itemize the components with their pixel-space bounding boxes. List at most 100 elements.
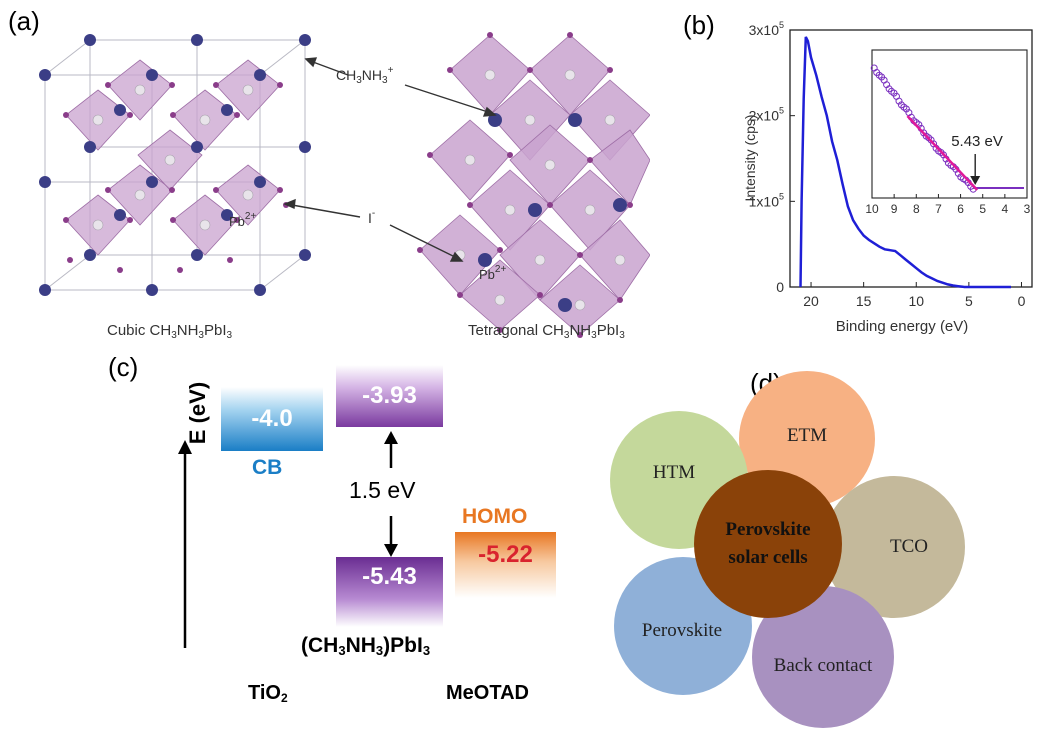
inset-data-point: [895, 97, 903, 105]
ch3nh3-sub1: 3: [356, 75, 362, 86]
perovskite-vb-value: -5.43: [362, 563, 417, 590]
tetragonal-caption-pre: Tetragonal CH: [468, 322, 564, 339]
energy-axis-arrow: [178, 440, 192, 648]
tetragonal-caption-s1: 3: [563, 330, 570, 341]
series-line: [799, 36, 1011, 289]
y-tick-label: 1x105: [749, 191, 784, 209]
cubic-caption-s3: 3: [226, 330, 233, 341]
cubic-lattice: [39, 34, 311, 296]
cubic-caption-s2: 3: [198, 330, 204, 341]
cubic-caption-mid: NH: [176, 322, 199, 339]
x-axis-label: Binding energy (eV): [836, 318, 969, 335]
inset-onset-annotation: 5.43 eV: [951, 133, 1003, 150]
inset-onset-arrowhead: [970, 176, 981, 185]
plot-area-border: [789, 29, 1033, 288]
tetragonal-caption-s3: 3: [619, 330, 625, 341]
iodide-text: I: [368, 210, 372, 226]
pb-left-text: Pb: [229, 214, 245, 229]
x-tick-label: 20: [803, 293, 819, 309]
inset-x-tick-label: 10: [865, 202, 879, 216]
formula-s2: 3: [375, 643, 384, 658]
pb-right-charge: 2+: [494, 264, 507, 275]
y-tick-exponent: 5: [779, 20, 784, 30]
formula-p3: )PbI: [383, 634, 423, 657]
ch3nh3-mid: NH: [361, 67, 383, 83]
petal-tco-label: TCO: [890, 536, 928, 557]
formula-s3: 3: [422, 643, 431, 658]
tio2-name-base: TiO: [248, 682, 281, 704]
panel-c-label: (c): [108, 352, 139, 382]
inset-x-tick-label: 4: [1002, 202, 1009, 216]
iodide-callout: I-: [368, 208, 375, 226]
inset-x-tick-label: 7: [935, 202, 942, 216]
x-tick-label: 0: [1018, 293, 1026, 309]
inset-x-tick-label: 5: [979, 202, 986, 216]
tio2-name-sub: 2: [280, 691, 288, 705]
y-tick-label: 3x105: [749, 20, 784, 38]
y-tick-labels: 0 1x105 2x105 3x105: [749, 20, 795, 295]
energy-axis-label: E (eV): [185, 381, 210, 445]
cubic-caption-pre: Cubic CH: [107, 322, 172, 339]
inset-x-tick-label: 3: [1024, 202, 1031, 216]
meotad-homo-bar: -5.22: [455, 532, 556, 598]
center-line-1: Perovskite: [725, 519, 811, 540]
inset-x-tick-label: 8: [913, 202, 920, 216]
pb-left-charge: 2+: [244, 211, 257, 222]
y-tick-exponent: 5: [779, 106, 784, 116]
chart-frame: [789, 29, 1033, 288]
crystal-structures-figure: [39, 32, 650, 338]
tetragonal-caption-s2: 3: [591, 330, 597, 341]
pb-callout-left: Pb2+: [229, 211, 256, 229]
iodide-charge: -: [371, 208, 376, 219]
ups-spectrum-chart: 0 1x105 2x105 3x105 20 15 10 5 0 10 9 8 7 6 5 4 3 5.43 …: [742, 20, 1033, 335]
perovskite-formula: (CH3NH3)PbI3: [301, 634, 430, 658]
tio2-cb-value: -4.0: [251, 405, 293, 432]
perovskite-vb-bar: -5.43: [336, 557, 443, 627]
panel-a-label: (a): [8, 6, 40, 36]
tetragonal-caption-mid: NH: [569, 322, 592, 339]
pb-right-text: Pb: [479, 267, 495, 282]
cubic-caption-post: PbI: [203, 322, 227, 339]
inset-data-point: [925, 134, 933, 142]
x-tick-label: 15: [856, 293, 872, 309]
y-tick-label: 2x105: [749, 106, 784, 124]
y-tick-exponent: 5: [779, 191, 784, 201]
inset-plot: 10 9 8 7 6 5 4 3 5.43 eV: [865, 49, 1031, 216]
inset-x-tick-label: 6: [957, 202, 964, 216]
formula-s1: 3: [338, 643, 346, 658]
tio2-name: TiO2: [248, 682, 288, 705]
ch3nh3-callout: CH3NH3+: [336, 65, 393, 86]
perovskite-cb-value: -3.93: [362, 382, 417, 409]
center-perovskite-solar-cells: Perovskite solar cells: [694, 470, 842, 618]
petal-back-contact-label: Back contact: [773, 655, 873, 676]
ch3nh3-charge: +: [387, 65, 394, 76]
formula-p2: NH: [345, 634, 376, 657]
petal-etm-label: ETM: [786, 425, 828, 446]
bandgap-label: 1.5 eV: [349, 477, 416, 503]
y-axis-label: Intensity (cps): [742, 114, 758, 201]
y-tick-label: 0: [776, 279, 784, 295]
pb-callout-right: Pb2+: [479, 264, 506, 282]
ch3nh3-sub2: 3: [382, 75, 388, 86]
tio2-cb-label: CB: [252, 456, 283, 479]
bandgap-arrows: [384, 431, 398, 557]
cubic-caption: Cubic CH3NH3PbI3: [107, 322, 232, 341]
inset-fit-line: [906, 115, 979, 191]
formula-p1: (CH: [301, 634, 339, 657]
ch3nh3-text: CH: [336, 67, 357, 83]
tio2-cb-bar: -4.0: [221, 387, 323, 451]
cubic-caption-s1: 3: [171, 330, 177, 341]
meotad-homo-label: HOMO: [462, 505, 528, 528]
petal-perovskite-label: Perovskite: [641, 620, 723, 641]
tetragonal-caption-post: PbI: [596, 322, 620, 339]
tetragonal-caption: Tetragonal CH3NH3PbI3: [468, 322, 625, 341]
perovskite-cb-bar: -3.93: [336, 365, 443, 427]
tetragonal-lattice: [417, 32, 650, 338]
callout-arrows: [283, 57, 497, 262]
inset-x-tick-label: 9: [891, 202, 898, 216]
meotad-homo-value: -5.22: [478, 541, 533, 568]
petal-htm-label: HTM: [652, 462, 696, 483]
x-tick-label: 10: [908, 293, 924, 309]
meotad-name: MeOTAD: [446, 682, 529, 704]
